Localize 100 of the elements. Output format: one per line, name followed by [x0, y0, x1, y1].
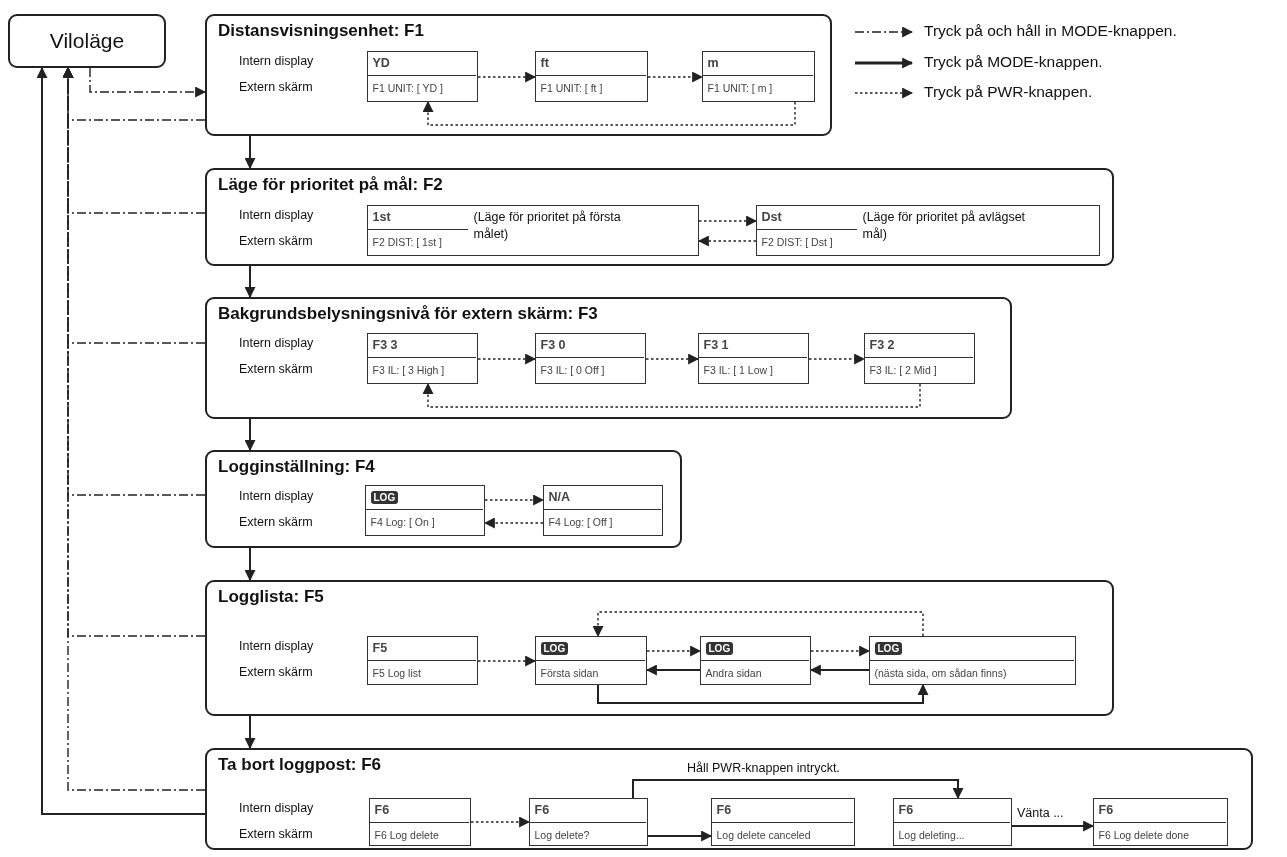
log-badge: LOG [540, 641, 569, 655]
panel-heading: Logglista: F5 [218, 587, 324, 607]
arrow [647, 71, 704, 83]
arrow [244, 547, 256, 582]
display-text: F3 1 [703, 337, 729, 352]
row-label: Extern skärm [239, 80, 313, 94]
display-box [364, 484, 485, 536]
screen-text: F6 Log delete [374, 828, 439, 841]
panel-heading: Bakgrundsbelysningsnivå för extern skärm: F3 [218, 304, 598, 324]
display-box [366, 204, 699, 256]
display-text: F6 [716, 802, 732, 817]
screen-text: F2 DIST: [ Dst ] [761, 235, 833, 248]
display-box [710, 797, 855, 846]
legend-text: Tryck på PWR-knappen. [924, 83, 1093, 101]
screen-text: F2 DIST: [ 1st ] [372, 235, 442, 248]
display-box [366, 635, 478, 685]
display-text: F6 [534, 802, 550, 817]
row-label: Extern skärm [239, 362, 313, 376]
legend-text: Tryck på MODE-knappen. [924, 53, 1103, 71]
log-badge: LOG [705, 641, 734, 655]
display-text: F6 [1098, 802, 1114, 817]
row-label: Extern skärm [239, 665, 313, 679]
row-label: Extern skärm [239, 515, 313, 529]
screen-text: F3 IL: [ 2 Mid ] [869, 363, 937, 376]
arrow [646, 645, 702, 657]
arrow [647, 830, 713, 842]
arrow [697, 235, 757, 247]
screen-text: F3 IL: [ 1 Low ] [703, 363, 773, 376]
display-box [528, 797, 648, 846]
display-box [868, 635, 1076, 685]
row-label: Intern display [239, 489, 314, 503]
display-text: N/A [548, 489, 571, 504]
screen-text: Första sidan [540, 666, 599, 679]
display-text: YD [372, 55, 390, 70]
display-box [892, 797, 1012, 846]
row-label: Intern display [239, 639, 314, 653]
row-label: Extern skärm [239, 234, 313, 248]
arrow [808, 353, 866, 365]
arrow [645, 353, 700, 365]
screen-text: F5 Log list [372, 666, 421, 679]
arrow [632, 779, 964, 800]
screen-text: (nästa sida, om sådan finns) [874, 666, 1007, 679]
display-box [542, 484, 663, 536]
arrow [477, 353, 537, 365]
arrow [810, 645, 871, 657]
arrow [645, 664, 701, 676]
display-text: F3 0 [540, 337, 566, 352]
state-label: Viloläge [49, 29, 125, 53]
display-text: F3 3 [372, 337, 398, 352]
arrow [1011, 820, 1095, 832]
panel-heading: Läge för prioritet på mål: F2 [218, 175, 443, 195]
display-text: F6 [374, 802, 390, 817]
setting-panel [205, 450, 682, 548]
display-text: ft [540, 55, 549, 70]
arrow [244, 265, 256, 299]
display-box [366, 50, 478, 102]
setting-panel [205, 168, 1114, 266]
setting-panel [205, 14, 832, 136]
arrow [36, 66, 206, 815]
panel-heading: Distansvisningsenhet: F1 [218, 21, 424, 41]
arrow [698, 215, 758, 227]
screen-text: Log delete canceled [716, 828, 811, 841]
display-box [701, 50, 815, 102]
note-text: (Läge för prioritet på avlägset mål) [862, 208, 1027, 243]
screen-text: F3 IL: [ 3 High ] [372, 363, 445, 376]
screen-text: F1 UNIT: [ m ] [707, 81, 773, 94]
display-box [534, 332, 646, 384]
panel-heading: Ta bort loggpost: F6 [218, 755, 382, 775]
state-box [8, 14, 166, 68]
display-text: m [707, 55, 719, 70]
arrow [244, 418, 256, 452]
screen-text: Log delete? [534, 828, 590, 841]
setting-panel [205, 748, 1253, 850]
edge-label: Håll PWR-knappen intryckt. [686, 761, 841, 775]
arrow [477, 655, 537, 667]
display-box [755, 204, 1100, 256]
log-badge: LOG [874, 641, 903, 655]
screen-text: Log deleting... [898, 828, 965, 841]
arrow [244, 715, 256, 750]
setting-panel [205, 297, 1012, 419]
arrow [470, 816, 531, 828]
display-box [534, 635, 647, 685]
display-box [366, 332, 478, 384]
display-box [699, 635, 811, 685]
screen-text: F6 Log delete done [1098, 828, 1189, 841]
row-label: Extern skärm [239, 827, 313, 841]
arrow [484, 494, 545, 506]
row-label: Intern display [239, 54, 314, 68]
screen-text: F4 Log: [ Off ] [548, 515, 613, 528]
display-box [697, 332, 809, 384]
legend-text: Tryck på och håll in MODE-knappen. [924, 22, 1177, 40]
panel-heading: Logginställning: F4 [218, 457, 375, 477]
arrow [592, 611, 924, 638]
row-label: Intern display [239, 208, 314, 222]
arrow [422, 100, 796, 126]
display-text: 1st [372, 209, 391, 224]
arrow [89, 67, 207, 98]
screen-text: F4 Log: [ On ] [370, 515, 435, 528]
screen-text: F3 IL: [ 0 Off ] [540, 363, 605, 376]
display-box [534, 50, 648, 102]
